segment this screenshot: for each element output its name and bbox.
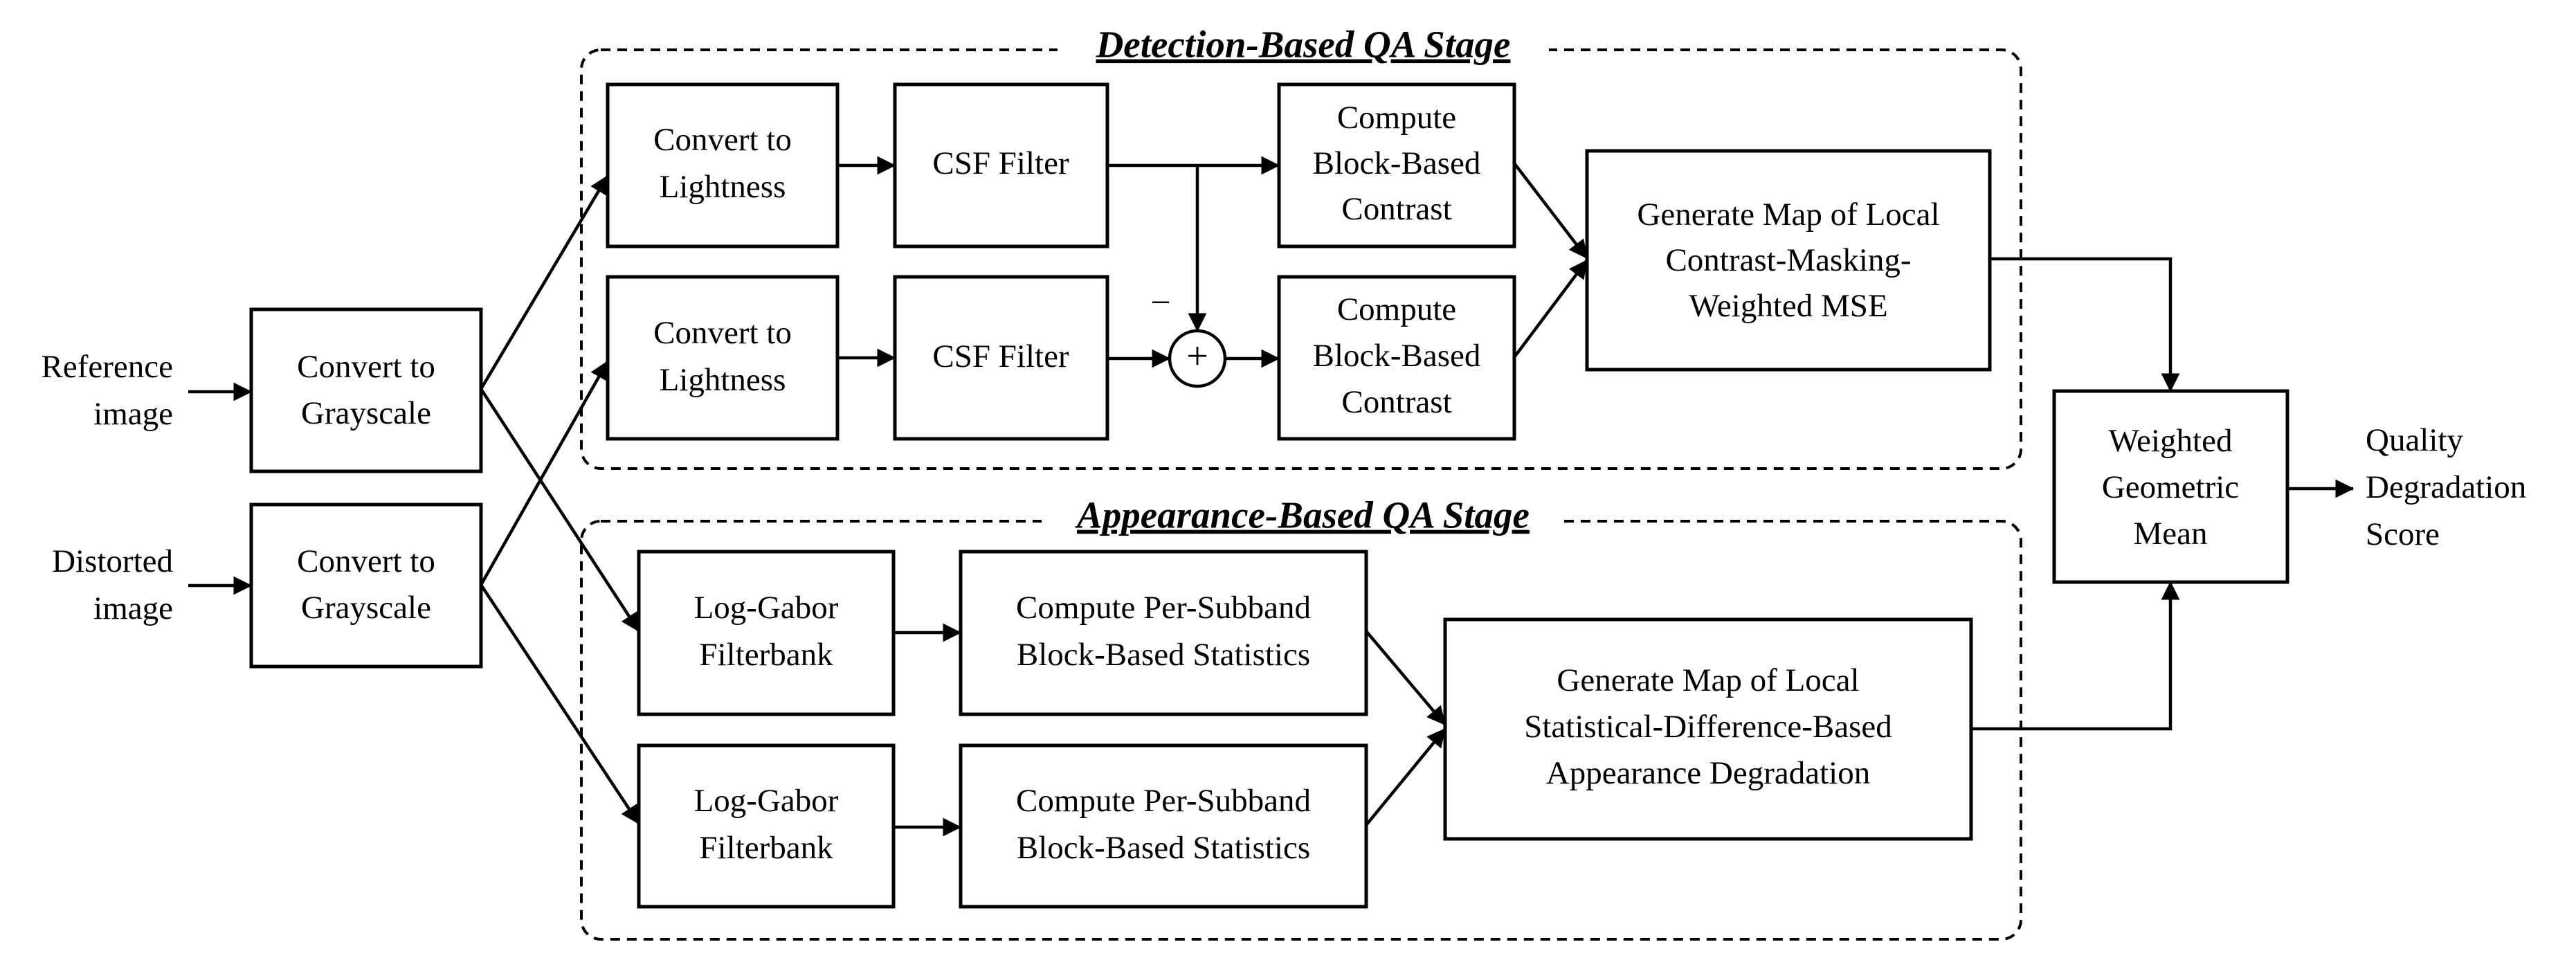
gray-ref-to-gabor-arrow: [480, 388, 640, 633]
svg-text:Contrast: Contrast: [1341, 191, 1451, 227]
svg-text:Distorted: Distorted: [52, 543, 173, 579]
contrast-reference-label: Compute Block-Based Contrast: [1313, 100, 1481, 227]
contrast-error-block: [1277, 275, 1516, 441]
svg-text:Contrast-Masking-: Contrast-Masking-: [1665, 242, 1911, 278]
stats-ref-to-appearance-arrow: [1365, 630, 1446, 726]
stats-reference-label: Compute Per-Subband Block-Based Statisti…: [1016, 590, 1311, 673]
distorted-image-label: Distorted image: [52, 543, 173, 626]
svg-text:Degradation: Degradation: [2366, 469, 2526, 505]
gray-dist-to-gabor-arrow: [480, 583, 640, 825]
log-gabor-reference-block: [637, 550, 896, 716]
sum-node-plus-sign: +: [1186, 335, 1208, 378]
sum-node-minus-sign: −: [1150, 283, 1170, 323]
svg-text:Compute: Compute: [1337, 291, 1456, 327]
svg-text:Mean: Mean: [2133, 516, 2207, 552]
svg-text:Log-Gabor: Log-Gabor: [694, 590, 839, 626]
reference-image-label: Reference image: [42, 349, 173, 432]
appearance-map-block: [1443, 617, 1973, 841]
svg-text:Statistical-Difference-Based: Statistical-Difference-Based: [1524, 709, 1892, 745]
grayscale-reference-block: [249, 307, 483, 473]
svg-text:Score: Score: [2366, 516, 2440, 552]
svg-text:Convert to: Convert to: [297, 543, 435, 579]
stats-distorted-block: [959, 743, 1368, 909]
svg-text:Generate Map of Local: Generate Map of Local: [1637, 197, 1939, 233]
gray-dist-to-lightness-arrow: [480, 360, 609, 586]
log-gabor-reference-label: Log-Gabor Filterbank: [694, 590, 839, 673]
svg-text:Convert to: Convert to: [653, 315, 792, 351]
svg-text:Compute: Compute: [1337, 100, 1456, 136]
svg-text:Reference: Reference: [42, 349, 173, 385]
csf-filter-reference-label: CSF Filter: [932, 145, 1069, 181]
log-gabor-distorted-label: Log-Gabor Filterbank: [694, 783, 839, 866]
contrast-error-label: Compute Block-Based Contrast: [1313, 291, 1481, 420]
svg-text:Lightness: Lightness: [660, 362, 786, 398]
svg-text:Lightness: Lightness: [660, 169, 786, 205]
contrast-ref-to-mse-arrow: [1513, 162, 1588, 260]
svg-text:Generate Map of Local: Generate Map of Local: [1557, 662, 1859, 698]
gray-ref-to-lightness-arrow: [480, 174, 609, 390]
appearance-stage-title: Appearance-Based QA Stage: [1075, 494, 1530, 536]
svg-text:Filterbank: Filterbank: [699, 830, 833, 866]
geometric-mean-label: Weighted Geometric Mean: [2102, 423, 2239, 552]
lightness-reference-label: Convert to Lightness: [653, 122, 792, 205]
svg-text:image: image: [93, 396, 173, 432]
svg-text:image: image: [93, 590, 173, 626]
stats-dist-to-appearance-arrow: [1365, 727, 1446, 826]
svg-text:Geometric: Geometric: [2102, 469, 2239, 505]
svg-text:Weighted: Weighted: [2109, 423, 2233, 459]
grayscale-distorted-block: [249, 502, 483, 669]
svg-text:Filterbank: Filterbank: [699, 637, 833, 673]
grayscale-reference-label: Convert to Grayscale: [297, 349, 435, 431]
contrast-err-to-mse-arrow: [1513, 259, 1588, 359]
appearance-map-label: Generate Map of Local Statistical-Differ…: [1524, 662, 1892, 791]
stats-distorted-label: Compute Per-Subband Block-Based Statisti…: [1016, 783, 1311, 866]
svg-text:Block-Based Statistics: Block-Based Statistics: [1017, 830, 1310, 866]
svg-text:Compute Per-Subband: Compute Per-Subband: [1016, 590, 1311, 626]
lightness-distorted-block: [606, 275, 840, 441]
mse-map-label: Generate Map of Local Contrast-Masking- …: [1637, 197, 1939, 324]
svg-text:Block-Based Statistics: Block-Based Statistics: [1017, 637, 1310, 673]
svg-text:Log-Gabor: Log-Gabor: [694, 783, 839, 819]
detection-stage-title: Detection-Based QA Stage: [1096, 24, 1511, 66]
svg-text:Grayscale: Grayscale: [301, 395, 431, 431]
svg-text:Block-Based: Block-Based: [1313, 338, 1481, 374]
svg-text:Convert to: Convert to: [297, 349, 435, 385]
lightness-distorted-label: Convert to Lightness: [653, 315, 792, 398]
svg-text:Weighted MSE: Weighted MSE: [1689, 288, 1887, 324]
mse-to-mean-arrow: [1990, 257, 2180, 392]
grayscale-distorted-label: Convert to Grayscale: [297, 543, 435, 626]
svg-text:Compute Per-Subband: Compute Per-Subband: [1016, 783, 1311, 819]
svg-text:Block-Based: Block-Based: [1313, 145, 1481, 181]
svg-text:Grayscale: Grayscale: [301, 590, 431, 626]
appearance-to-mean-arrow: [1971, 581, 2180, 731]
svg-text:Contrast: Contrast: [1341, 384, 1451, 420]
svg-text:Quality: Quality: [2366, 422, 2463, 458]
csf-filter-distorted-label: CSF Filter: [932, 338, 1069, 374]
svg-text:Appearance Degradation: Appearance Degradation: [1546, 755, 1870, 791]
svg-text:Convert to: Convert to: [653, 122, 792, 158]
quality-score-label: Quality Degradation Score: [2366, 422, 2526, 552]
log-gabor-distorted-block: [637, 743, 896, 909]
csf-filter-distorted-block: [893, 275, 1109, 441]
lightness-reference-block: [606, 82, 840, 248]
stats-reference-block: [959, 550, 1368, 716]
